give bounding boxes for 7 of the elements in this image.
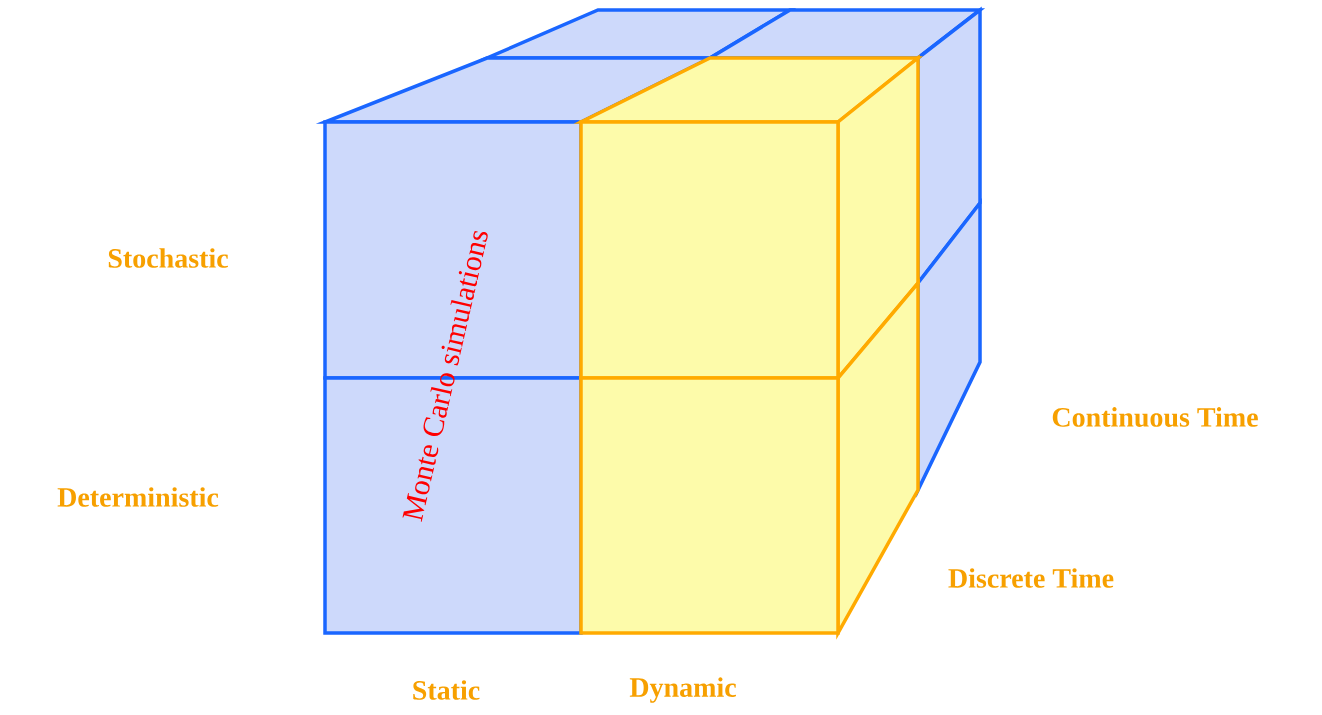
axis-label: Discrete Time [948, 568, 1114, 588]
axis-label: Static [413, 680, 480, 700]
axis-label: Continuous Time [1052, 407, 1258, 427]
axis-label: Dynamic [629, 677, 736, 703]
axis-label: Stochastic [108, 248, 228, 268]
annotation: Monte Carlo simulations [402, 230, 488, 522]
axis-label: Deterministic [57, 487, 219, 507]
